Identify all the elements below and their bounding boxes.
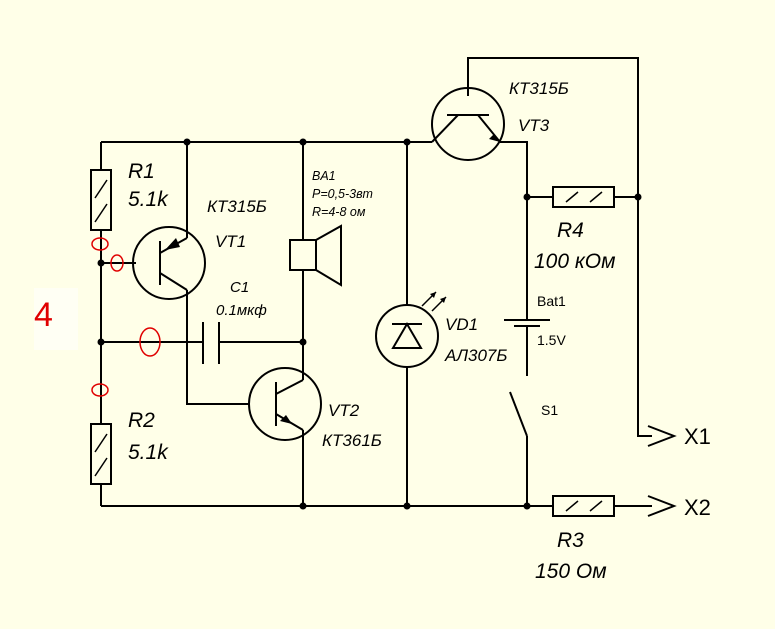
r1-ref-label: R1 xyxy=(128,160,155,183)
vt2-emitter-arrow-icon xyxy=(280,415,292,424)
vt3-ref-label: VT3 xyxy=(518,116,550,135)
wire-vt3-collector xyxy=(467,57,652,437)
junction-dots xyxy=(97,138,642,510)
r4-value-label: 100 кОм xyxy=(534,250,616,273)
battery-bat1 xyxy=(504,319,550,327)
junction-dot xyxy=(299,338,307,346)
capacitor-c1 xyxy=(202,322,220,364)
bat1-voltage-label: 1.5V xyxy=(537,332,566,348)
resistor-r1 xyxy=(90,169,112,231)
r2-ref-label: R2 xyxy=(128,409,155,432)
red-annotation-ellipse xyxy=(91,237,109,251)
red-annotations xyxy=(91,237,161,397)
junction-dot xyxy=(403,502,411,510)
led-vd1 xyxy=(375,291,447,368)
s1-ref-label: S1 xyxy=(541,402,558,418)
vt1-type-label: КТ315Б xyxy=(207,197,267,216)
vd1-ref-label: VD1 xyxy=(445,315,478,334)
terminal-x1-label: X1 xyxy=(684,424,711,449)
vt2-ref-label: VT2 xyxy=(328,401,360,420)
vd1-type-label: АЛ307Б xyxy=(444,346,507,365)
junction-dot xyxy=(183,138,191,146)
junction-dot xyxy=(523,193,531,201)
wires xyxy=(100,57,652,507)
red-annotation-ellipse xyxy=(139,327,161,357)
red-annotation-ellipse xyxy=(91,383,109,397)
bat1-ref-label: Bat1 xyxy=(537,293,566,309)
terminal-x2-label: X2 xyxy=(684,495,711,520)
c1-value-label: 0.1мкф xyxy=(216,302,267,319)
r2-value-label: 5.1k xyxy=(128,441,169,464)
switch-s1 xyxy=(509,391,528,437)
output-x1-arrow-icon xyxy=(647,425,677,447)
junction-dot xyxy=(523,502,531,510)
ba1-impedance-label: R=4-8 ом xyxy=(312,205,366,219)
junction-dot xyxy=(403,138,411,146)
ba1-power-label: P=0,5-3вт xyxy=(312,187,373,201)
vt2-type-label: КТ361Б xyxy=(322,431,382,450)
junction-dot xyxy=(299,138,307,146)
junction-dot xyxy=(299,502,307,510)
vt3-type-label: КТ315Б xyxy=(509,79,569,98)
r4-ref-label: R4 xyxy=(557,219,584,242)
r1-value-label: 5.1k xyxy=(128,188,169,211)
transistor-vt2 xyxy=(248,367,322,441)
transistor-vt1 xyxy=(132,226,206,300)
junction-dot xyxy=(97,259,105,267)
led-emission-arrows-icon xyxy=(430,292,446,303)
r3-ref-label: R3 xyxy=(557,529,584,552)
resistor-r3 xyxy=(552,495,615,517)
page-number-box xyxy=(34,288,78,350)
wire-vt3-emitter xyxy=(500,141,528,320)
vt1-emitter-arrow-icon xyxy=(165,238,180,250)
page-number: 4 xyxy=(34,296,53,334)
red-annotation-ellipse xyxy=(110,254,124,272)
wire-vt1-collector xyxy=(186,290,250,405)
resistor-r2 xyxy=(90,423,112,485)
transistor-vt3 xyxy=(431,87,505,161)
junction-dot xyxy=(97,338,105,346)
r3-value-label: 150 Ом xyxy=(535,560,607,583)
ba1-ref-label: BA1 xyxy=(312,169,336,183)
junction-dot xyxy=(634,193,642,201)
c1-ref-label: C1 xyxy=(230,279,249,296)
vt1-ref-label: VT1 xyxy=(215,232,246,251)
speaker-ba1 xyxy=(289,224,342,287)
output-x2-arrow-icon xyxy=(647,495,677,517)
resistor-r4 xyxy=(552,186,615,208)
vt3-emitter-arrow-icon xyxy=(489,134,500,142)
